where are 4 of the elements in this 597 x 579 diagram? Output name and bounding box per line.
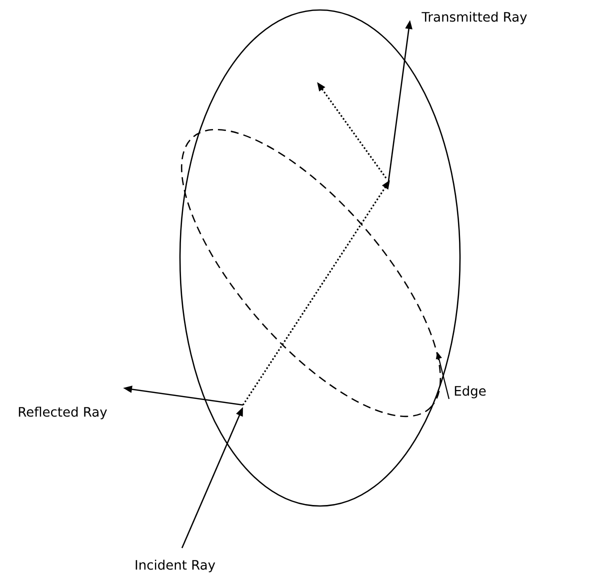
ray-label: Reflected Ray [18, 406, 107, 420]
ray-label: Incident Ray [136, 560, 216, 572]
ray-label: Transmitted Ray [422, 12, 527, 24]
edge-label: Edge [454, 386, 486, 398]
